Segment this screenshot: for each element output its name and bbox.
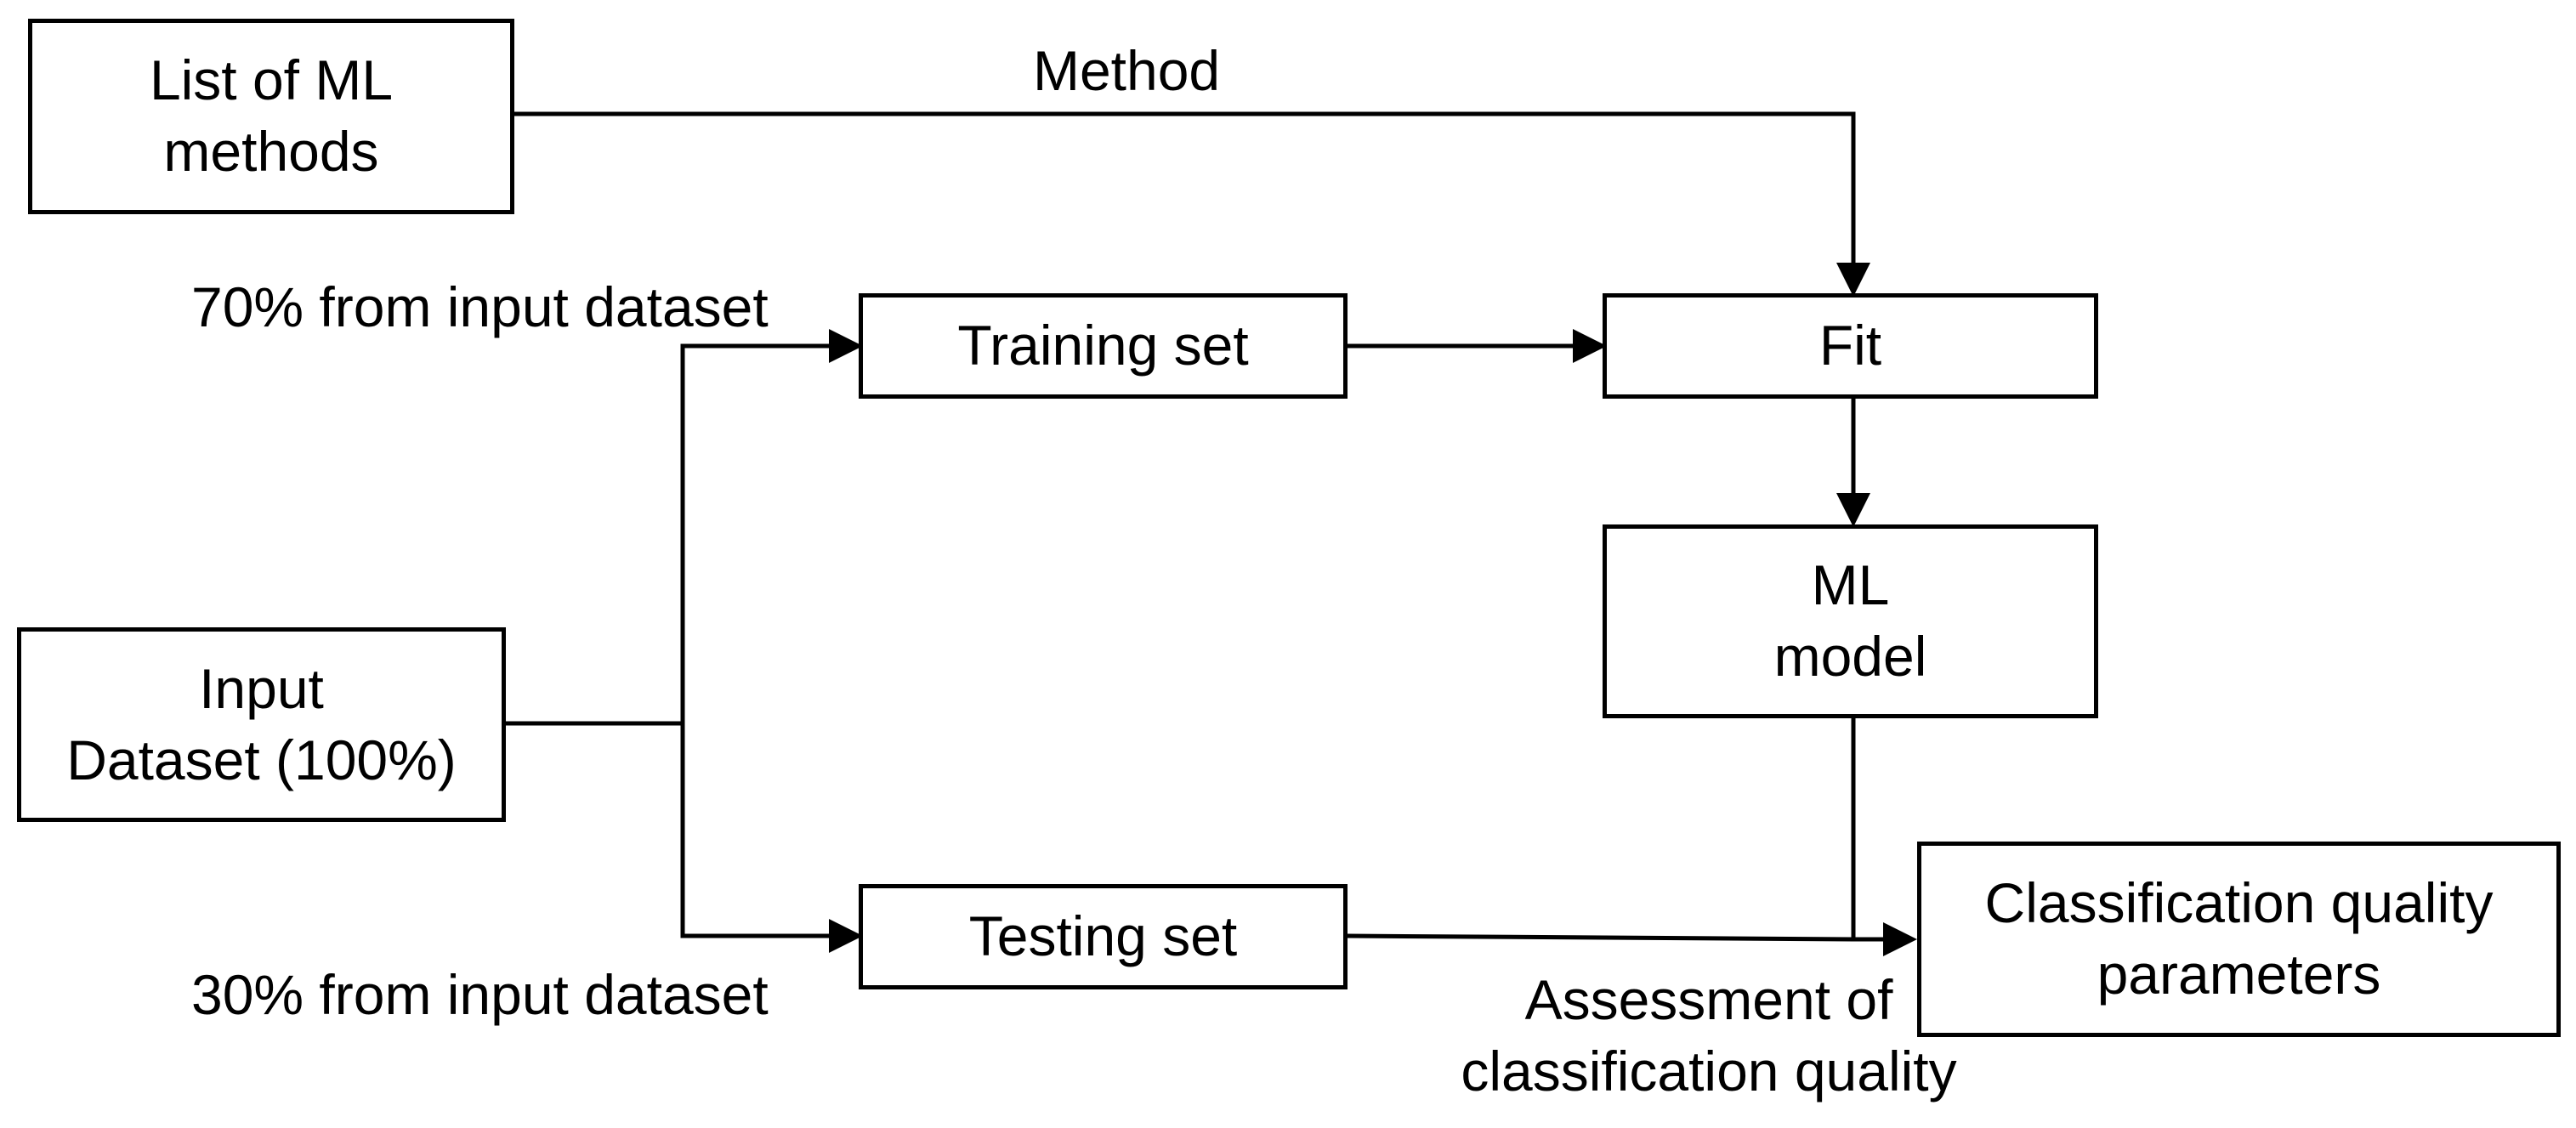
fit-label: Fit [1819,314,1882,377]
quality-parameters-label: Classification quality parameters [1984,871,2494,1006]
ml-methods-label: List of ML methods [149,48,394,183]
ml-model-label: ML model [1773,553,1927,688]
input-dataset-box: Input Dataset (100%) [17,627,506,822]
method-edge-label: Method [1033,39,1221,102]
ml-methods-box: List of ML methods [28,19,514,214]
test-split-edge-label: 30% from input dataset [191,963,769,1026]
train-split-edge-label: 70% from input dataset [191,275,769,338]
training-set-label: Training set [957,314,1249,377]
method-arrow [514,111,1870,297]
input-dataset-label: Input Dataset (100%) [66,656,457,791]
test-split-arrow [680,723,863,953]
testing-set-box: Testing set [859,884,1348,989]
quality-parameters-box: Classification quality parameters [1917,842,2561,1037]
ml-model-box: ML model [1603,524,2098,718]
training-set-box: Training set [859,293,1348,399]
fit-box: Fit [1603,293,2098,399]
assessment-edge-label: Assessment of classification quality [1461,968,1957,1102]
train-split-arrow [680,329,863,723]
testing-set-label: Testing set [968,904,1238,968]
testing-to-quality-arrow [1347,922,1917,956]
